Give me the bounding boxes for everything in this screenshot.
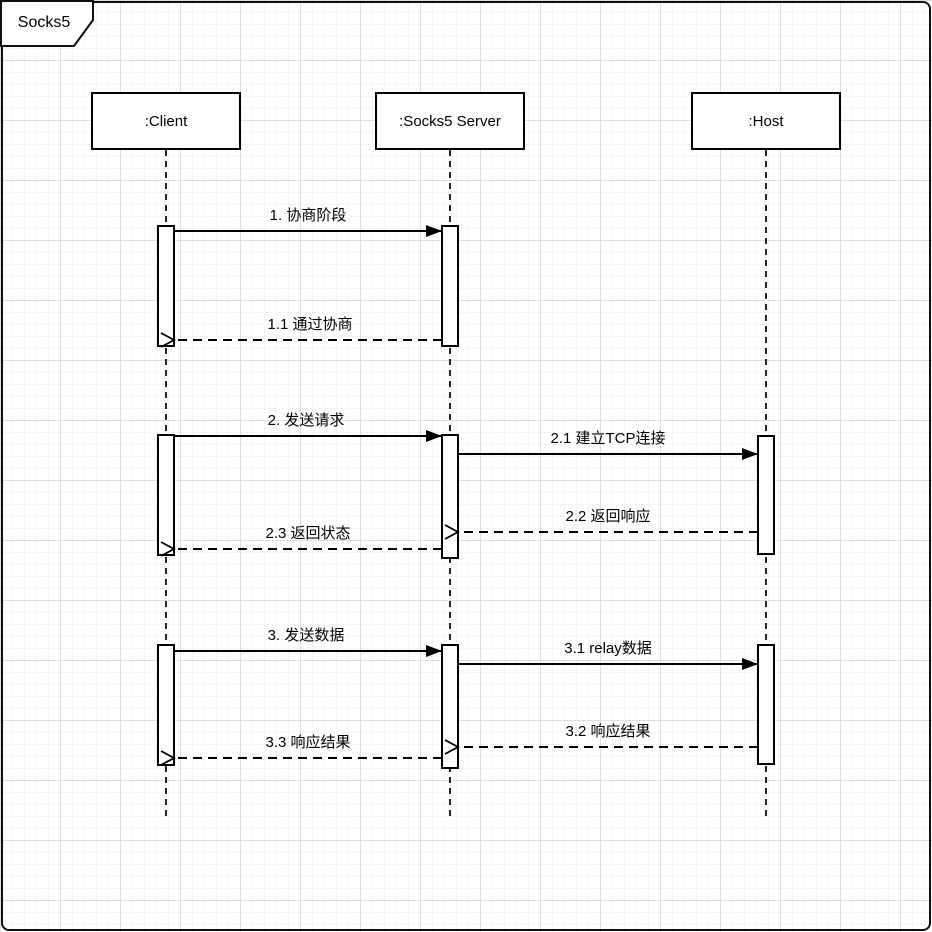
activation-client-1[interactable] [157, 225, 175, 347]
message-2-label[interactable]: 2. 发送请求 [267, 412, 345, 429]
frame-title-tab[interactable]: Socks5 [0, 0, 110, 56]
activation-client-3[interactable] [157, 644, 175, 766]
lifeline-head-socks5-server-label: :Socks5 Server [399, 112, 501, 130]
lifeline-head-client-label: :Client [144, 112, 188, 130]
message-3-3-label[interactable]: 3.3 响应结果 [265, 734, 351, 751]
message-2-3-label[interactable]: 2.3 返回状态 [265, 525, 351, 542]
message-1-1-label[interactable]: 1.1 通过协商 [267, 316, 353, 333]
frame-title: Socks5 [17, 14, 71, 31]
lifeline-head-client[interactable]: :Client [91, 92, 241, 150]
message-3-2-label[interactable]: 3.2 响应结果 [565, 723, 651, 740]
activation-host-2[interactable] [757, 435, 775, 555]
activation-server-1[interactable] [441, 225, 459, 347]
frame-title-tab-shape [0, 0, 94, 47]
activation-host-3[interactable] [757, 644, 775, 765]
lifeline-head-host[interactable]: :Host [691, 92, 841, 150]
message-3-label[interactable]: 3. 发送数据 [267, 627, 345, 644]
message-1-label[interactable]: 1. 协商阶段 [269, 207, 347, 224]
message-2-2-label[interactable]: 2.2 返回响应 [565, 508, 651, 525]
activation-server-3[interactable] [441, 644, 459, 769]
message-3-1-label[interactable]: 3.1 relay数据 [564, 640, 652, 657]
activation-client-2[interactable] [157, 434, 175, 556]
lifeline-head-socks5-server[interactable]: :Socks5 Server [375, 92, 525, 150]
message-2-1-label[interactable]: 2.1 建立TCP连接 [550, 430, 666, 447]
lifeline-head-host-label: :Host [748, 112, 784, 130]
activation-server-2[interactable] [441, 434, 459, 559]
